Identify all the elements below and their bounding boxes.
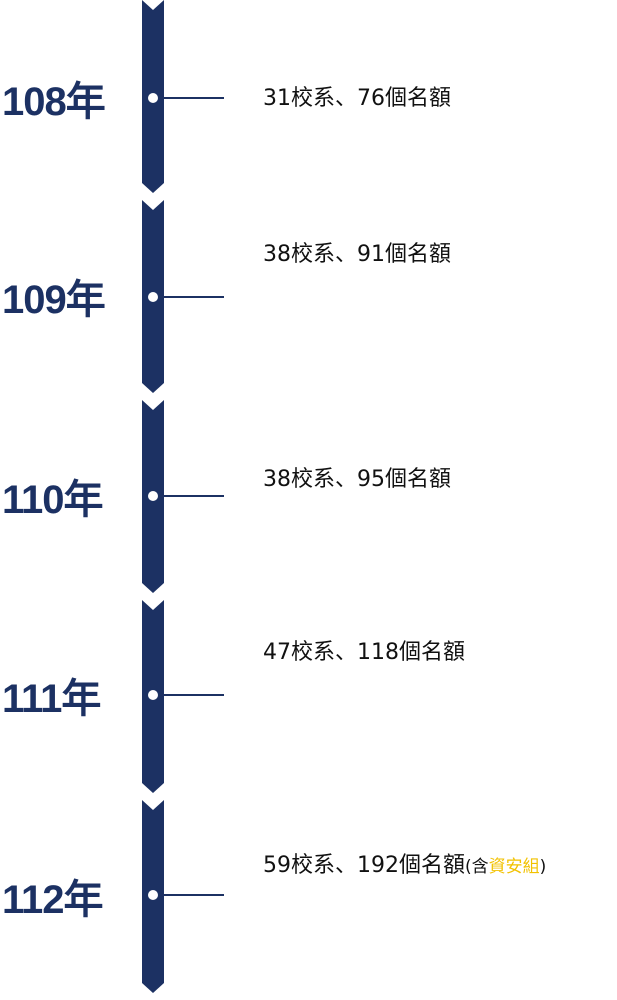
timeline-entry-108: 108年 31校系、76個名額 — [0, 0, 617, 200]
entry-note: (含資安組) — [465, 857, 546, 877]
timeline-connector — [158, 296, 224, 298]
year-label: 108年 — [2, 80, 106, 124]
year-label: 111年 — [2, 677, 101, 721]
timeline-dot — [148, 690, 158, 700]
note-open: (含 — [465, 857, 489, 877]
entry-description: 38校系、95個名額 — [263, 467, 451, 492]
timeline-dot — [148, 292, 158, 302]
timeline-connector — [158, 894, 224, 896]
note-highlight: 資安組 — [488, 857, 540, 877]
timeline-dot — [148, 93, 158, 103]
timeline-entry-112: 112年 59校系、192個名額(含資安組) — [0, 800, 617, 1000]
entry-description-text: 59校系、192個名額 — [263, 853, 465, 878]
year-label: 109年 — [2, 278, 106, 322]
year-label: 110年 — [2, 478, 104, 522]
timeline-connector — [158, 694, 224, 696]
timeline-entry-111: 111年 47校系、118個名額 — [0, 600, 617, 800]
entry-description: 31校系、76個名額 — [263, 86, 451, 111]
timeline-entry-110: 110年 38校系、95個名額 — [0, 400, 617, 600]
timeline-dot — [148, 890, 158, 900]
timeline-dot — [148, 491, 158, 501]
timeline-entry-109: 109年 38校系、91個名額 — [0, 200, 617, 400]
year-label: 112年 — [2, 878, 104, 922]
entry-description: 38校系、91個名額 — [263, 242, 451, 267]
note-close: ) — [539, 857, 547, 877]
timeline-connector — [158, 97, 224, 99]
entry-description: 59校系、192個名額(含資安組) — [263, 855, 546, 877]
entry-description: 47校系、118個名額 — [263, 640, 465, 665]
timeline-connector — [158, 495, 224, 497]
